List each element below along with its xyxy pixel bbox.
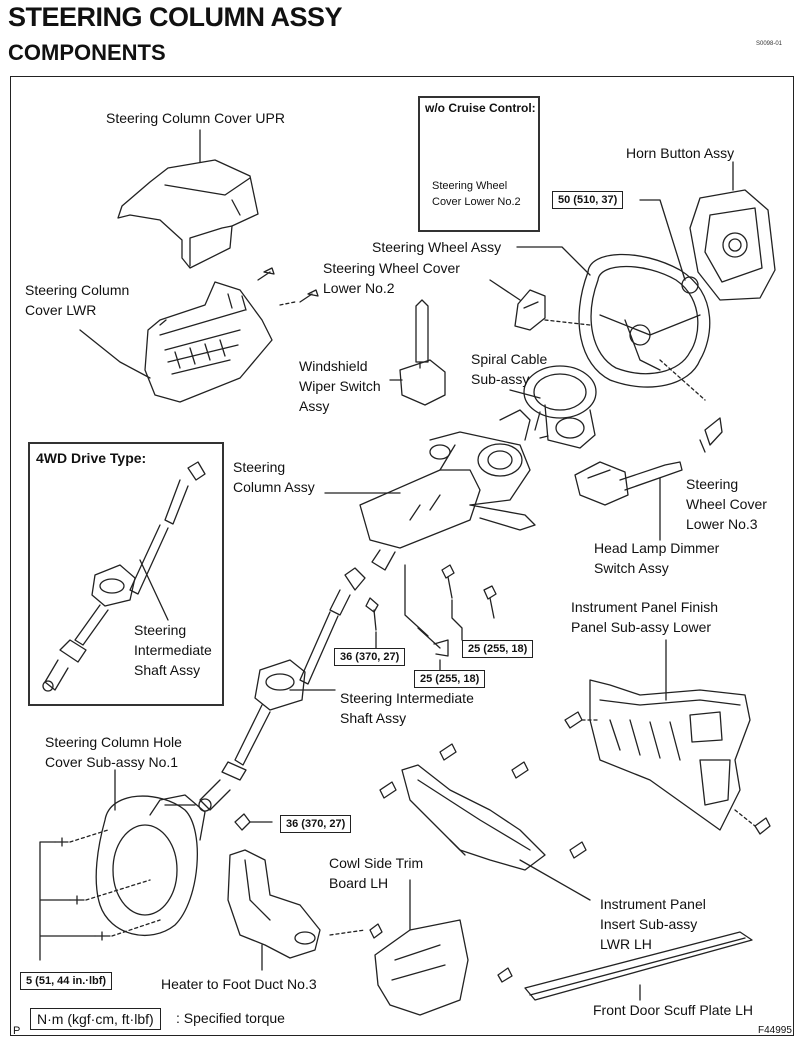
steering-column-drawing <box>359 409 536 571</box>
torque-hole-cover-bolts: 5 (51, 44 in.·lbf) <box>20 972 113 990</box>
intermediate-shaft-drawing <box>198 567 366 812</box>
label-wheel-cover-no3-2: Wheel Cover <box>686 496 767 512</box>
label-wheel-cover-no2-1: Steering Wheel Cover <box>323 260 460 276</box>
torque-column-bolt-25a: 25 (255, 18) <box>462 640 534 658</box>
label-column-cover-lwr-1: Steering Column <box>25 282 130 298</box>
fourwd-inset-box: 4WD Drive Type: Steering Intermediate Sh… <box>28 442 224 706</box>
leader-bolt-25a <box>451 599 463 641</box>
fourwd-shaft-drawing <box>42 461 206 692</box>
label-wheel-cover-no3-3: Lower No.3 <box>686 516 758 532</box>
footer-letter: P <box>13 1025 21 1037</box>
fourwd-shaft-label-1: Steering <box>134 622 187 638</box>
screws-cover <box>159 267 319 326</box>
cowl-trim-drawing <box>374 919 469 1016</box>
cruise-inset-box: w/o Cruise Control: Steering Wheel Cover… <box>418 96 540 232</box>
label-column-assy-1: Steering <box>233 459 286 475</box>
panel-insert-drawing <box>401 764 546 871</box>
label-column-assy-2: Column Assy <box>233 479 315 495</box>
label-panel-insert-1: Instrument Panel <box>600 896 706 912</box>
label-headlamp-switch-2: Switch Assy <box>594 560 669 576</box>
fourwd-shaft-label-2: Intermediate <box>134 642 212 658</box>
torque-shaft-bolt: 36 (370, 27) <box>280 815 352 833</box>
label-panel-finish-2: Panel Sub-assy Lower <box>571 619 712 635</box>
label-column-cover-upr: Steering Column Cover UPR <box>106 110 285 126</box>
leader-cover-no3 <box>699 439 706 453</box>
label-hole-cover-2: Cover Sub-assy No.1 <box>45 754 179 770</box>
label-wheel-cover-no3-1: Steering <box>686 476 739 492</box>
label-hole-cover-1: Steering Column Hole <box>45 734 182 750</box>
leader-spiral <box>509 389 541 399</box>
label-wiper-switch-2: Wiper Switch <box>299 378 381 394</box>
label-panel-insert-3: LWR LH <box>600 936 652 952</box>
page-title: STEERING COLUMN ASSY <box>8 2 343 32</box>
fourwd-shaft-label-3: Shaft Assy <box>134 662 201 678</box>
leader-wheel <box>516 246 591 276</box>
label-wheel-assy: Steering Wheel Assy <box>372 239 502 255</box>
leader-cover-no2 <box>489 279 521 301</box>
label-wheel-cover-no2-2: Lower No.2 <box>323 280 395 296</box>
column-cover-upr-drawing <box>117 159 259 269</box>
label-scuff-plate: Front Door Scuff Plate LH <box>593 1002 754 1018</box>
doc-code: S0098-01 <box>756 41 783 47</box>
steering-wheel-drawing <box>578 253 711 388</box>
label-wiper-switch-3: Assy <box>299 398 330 414</box>
panel-finish-drawing <box>589 679 751 831</box>
wheel-cover-no3-drawing <box>704 417 723 446</box>
leader-panel-insert <box>519 859 591 901</box>
horn-button-drawing <box>689 189 776 301</box>
wheel-cover-no2-drawing <box>514 289 546 331</box>
figure-number: F44995 <box>758 1025 792 1036</box>
diagram-frame <box>10 76 794 1036</box>
label-intermediate-shaft-2: Shaft Assy <box>340 710 407 726</box>
label-cowl-trim-2: Board LH <box>329 875 389 891</box>
label-heater-duct: Heater to Foot Duct No.3 <box>161 976 317 992</box>
label-cowl-trim-1: Cowl Side Trim <box>329 855 424 871</box>
label-panel-finish-1: Instrument Panel Finish <box>571 599 719 615</box>
label-column-cover-lwr-2: Cover LWR <box>25 302 97 318</box>
page-subtitle: COMPONENTS <box>8 40 166 65</box>
torque-column-bolt-25b: 25 (255, 18) <box>414 670 486 688</box>
fourwd-inset-title: 4WD Drive Type: <box>36 450 147 466</box>
cruise-inset-label-2: Cover Lower No.2 <box>432 196 521 208</box>
label-wiper-switch-1: Windshield <box>299 358 368 374</box>
panel-insert-screws <box>379 743 587 859</box>
legend-unit-box: N·m (kgf·cm, ft·lbf) <box>30 1008 161 1030</box>
scuff-plate-drawing <box>524 931 753 1001</box>
leader-hole-torque <box>39 841 96 961</box>
column-bolts <box>365 564 497 657</box>
label-spiral-cable-1: Spiral Cable <box>471 351 548 367</box>
spiral-cable-drawing <box>523 365 597 449</box>
label-spiral-cable-2: Sub-assy <box>471 371 530 387</box>
cruise-inset-title: w/o Cruise Control: <box>425 101 536 115</box>
label-headlamp-switch-1: Head Lamp Dimmer <box>594 540 720 556</box>
leader-4wd-shaft <box>139 559 169 621</box>
hole-cover-drawing <box>95 794 206 937</box>
headlamp-switch-drawing <box>574 461 683 506</box>
label-intermediate-shaft-1: Steering Intermediate <box>340 690 474 706</box>
heater-duct-drawing <box>227 849 321 959</box>
leader-cover-lwr <box>79 329 151 379</box>
leader-horn-torque <box>639 199 686 281</box>
torque-horn: 50 (510, 37) <box>552 191 624 209</box>
wiper-switch-drawing <box>399 299 446 406</box>
label-horn-button: Horn Button Assy <box>626 145 735 161</box>
column-cover-lwr-drawing <box>144 281 273 403</box>
label-panel-insert-2: Insert Sub-assy <box>600 916 698 932</box>
torque-column-bolt-36: 36 (370, 27) <box>334 648 406 666</box>
legend-text: : Specified torque <box>176 1010 285 1026</box>
cruise-inset-label-1: Steering Wheel <box>432 180 508 192</box>
hole-cover-screws <box>54 837 111 941</box>
